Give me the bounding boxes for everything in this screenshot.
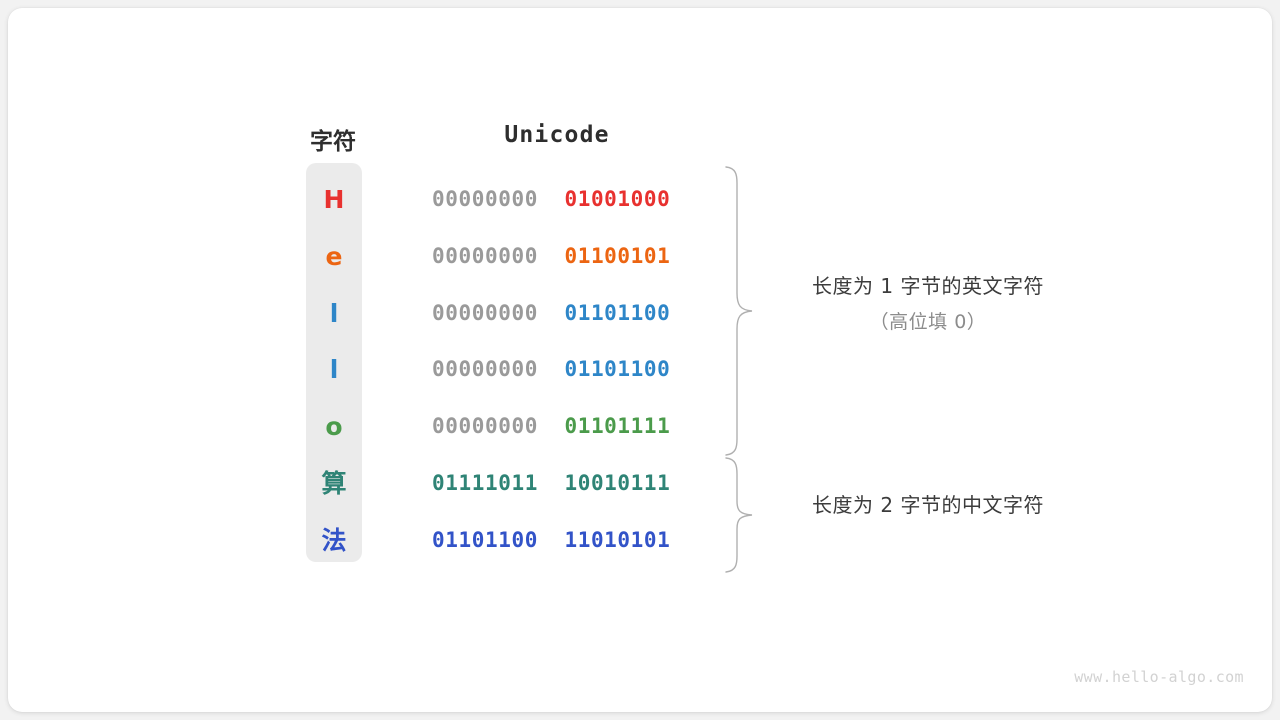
table-row: l 00000000 01101100 xyxy=(8,341,1272,398)
row-character: o xyxy=(325,412,343,442)
row-character: H xyxy=(323,185,345,214)
table-row: 法 01101100 11010101 xyxy=(8,512,1272,569)
row-unicode-bits: 00000000 01101100 xyxy=(432,341,670,398)
row-low-byte: 01101111 xyxy=(564,414,671,439)
row-high-byte: 00000000 xyxy=(432,187,538,211)
table-row: o 00000000 01101111 xyxy=(8,398,1272,455)
row-unicode-bits: 00000000 01100101 xyxy=(432,228,670,285)
table-row: l 00000000 01101100 xyxy=(8,285,1272,342)
column-header-unicode: Unicode xyxy=(504,122,610,148)
row-character: l xyxy=(329,355,339,385)
row-low-byte: 10010111 xyxy=(564,471,671,495)
annotation-double-byte: 长度为 2 字节的中文字符 xyxy=(812,489,1044,518)
row-low-byte: 01100101 xyxy=(564,243,671,268)
row-character: l xyxy=(329,298,339,328)
figure-card: 字符 Unicode H 00000000 01001000 e 00000000 0… xyxy=(8,8,1272,712)
watermark-url: www.hello-algo.com xyxy=(1074,668,1244,686)
row-high-byte: 00000000 xyxy=(432,357,538,382)
row-low-byte: 01101100 xyxy=(564,357,671,382)
row-character: e xyxy=(325,241,343,271)
brace-double-byte xyxy=(725,457,753,573)
row-high-byte: 00000000 xyxy=(432,300,538,325)
brace-single-byte xyxy=(725,166,753,456)
figure-stage: 字符 Unicode H 00000000 01001000 e 00000000 0… xyxy=(8,8,1272,712)
row-unicode-bits: 00000000 01101111 xyxy=(432,398,670,455)
column-header-character: 字符 xyxy=(310,129,356,155)
annotation-1-line1: 长度为 1 字节的英文字符 xyxy=(812,274,1044,298)
character-column-background xyxy=(306,163,362,562)
annotation-1-line2: （高位填 0） xyxy=(869,311,987,333)
row-character: 法 xyxy=(321,525,347,555)
annotation-single-byte: 长度为 1 字节的英文字符 （高位填 0） xyxy=(812,270,1044,334)
row-unicode-bits: 00000000 01001000 xyxy=(432,171,670,228)
row-high-byte: 00000000 xyxy=(432,414,538,439)
table-row: e 00000000 01100101 xyxy=(8,228,1272,285)
table-row: H 00000000 01001000 xyxy=(8,171,1272,228)
row-high-byte: 00000000 xyxy=(432,243,538,268)
row-character: 算 xyxy=(321,469,347,498)
row-low-byte: 01001000 xyxy=(564,187,671,211)
row-high-byte: 01111011 xyxy=(432,471,538,495)
row-low-byte: 11010101 xyxy=(564,527,671,552)
annotation-2-line1: 长度为 2 字节的中文字符 xyxy=(812,493,1044,517)
row-high-byte: 01101100 xyxy=(432,527,538,552)
row-unicode-bits: 00000000 01101100 xyxy=(432,285,670,342)
table-row: 算 01111011 10010111 xyxy=(8,455,1272,512)
row-unicode-bits: 01101100 11010101 xyxy=(432,512,670,569)
row-low-byte: 01101100 xyxy=(564,300,671,325)
row-unicode-bits: 01111011 10010111 xyxy=(432,455,670,512)
